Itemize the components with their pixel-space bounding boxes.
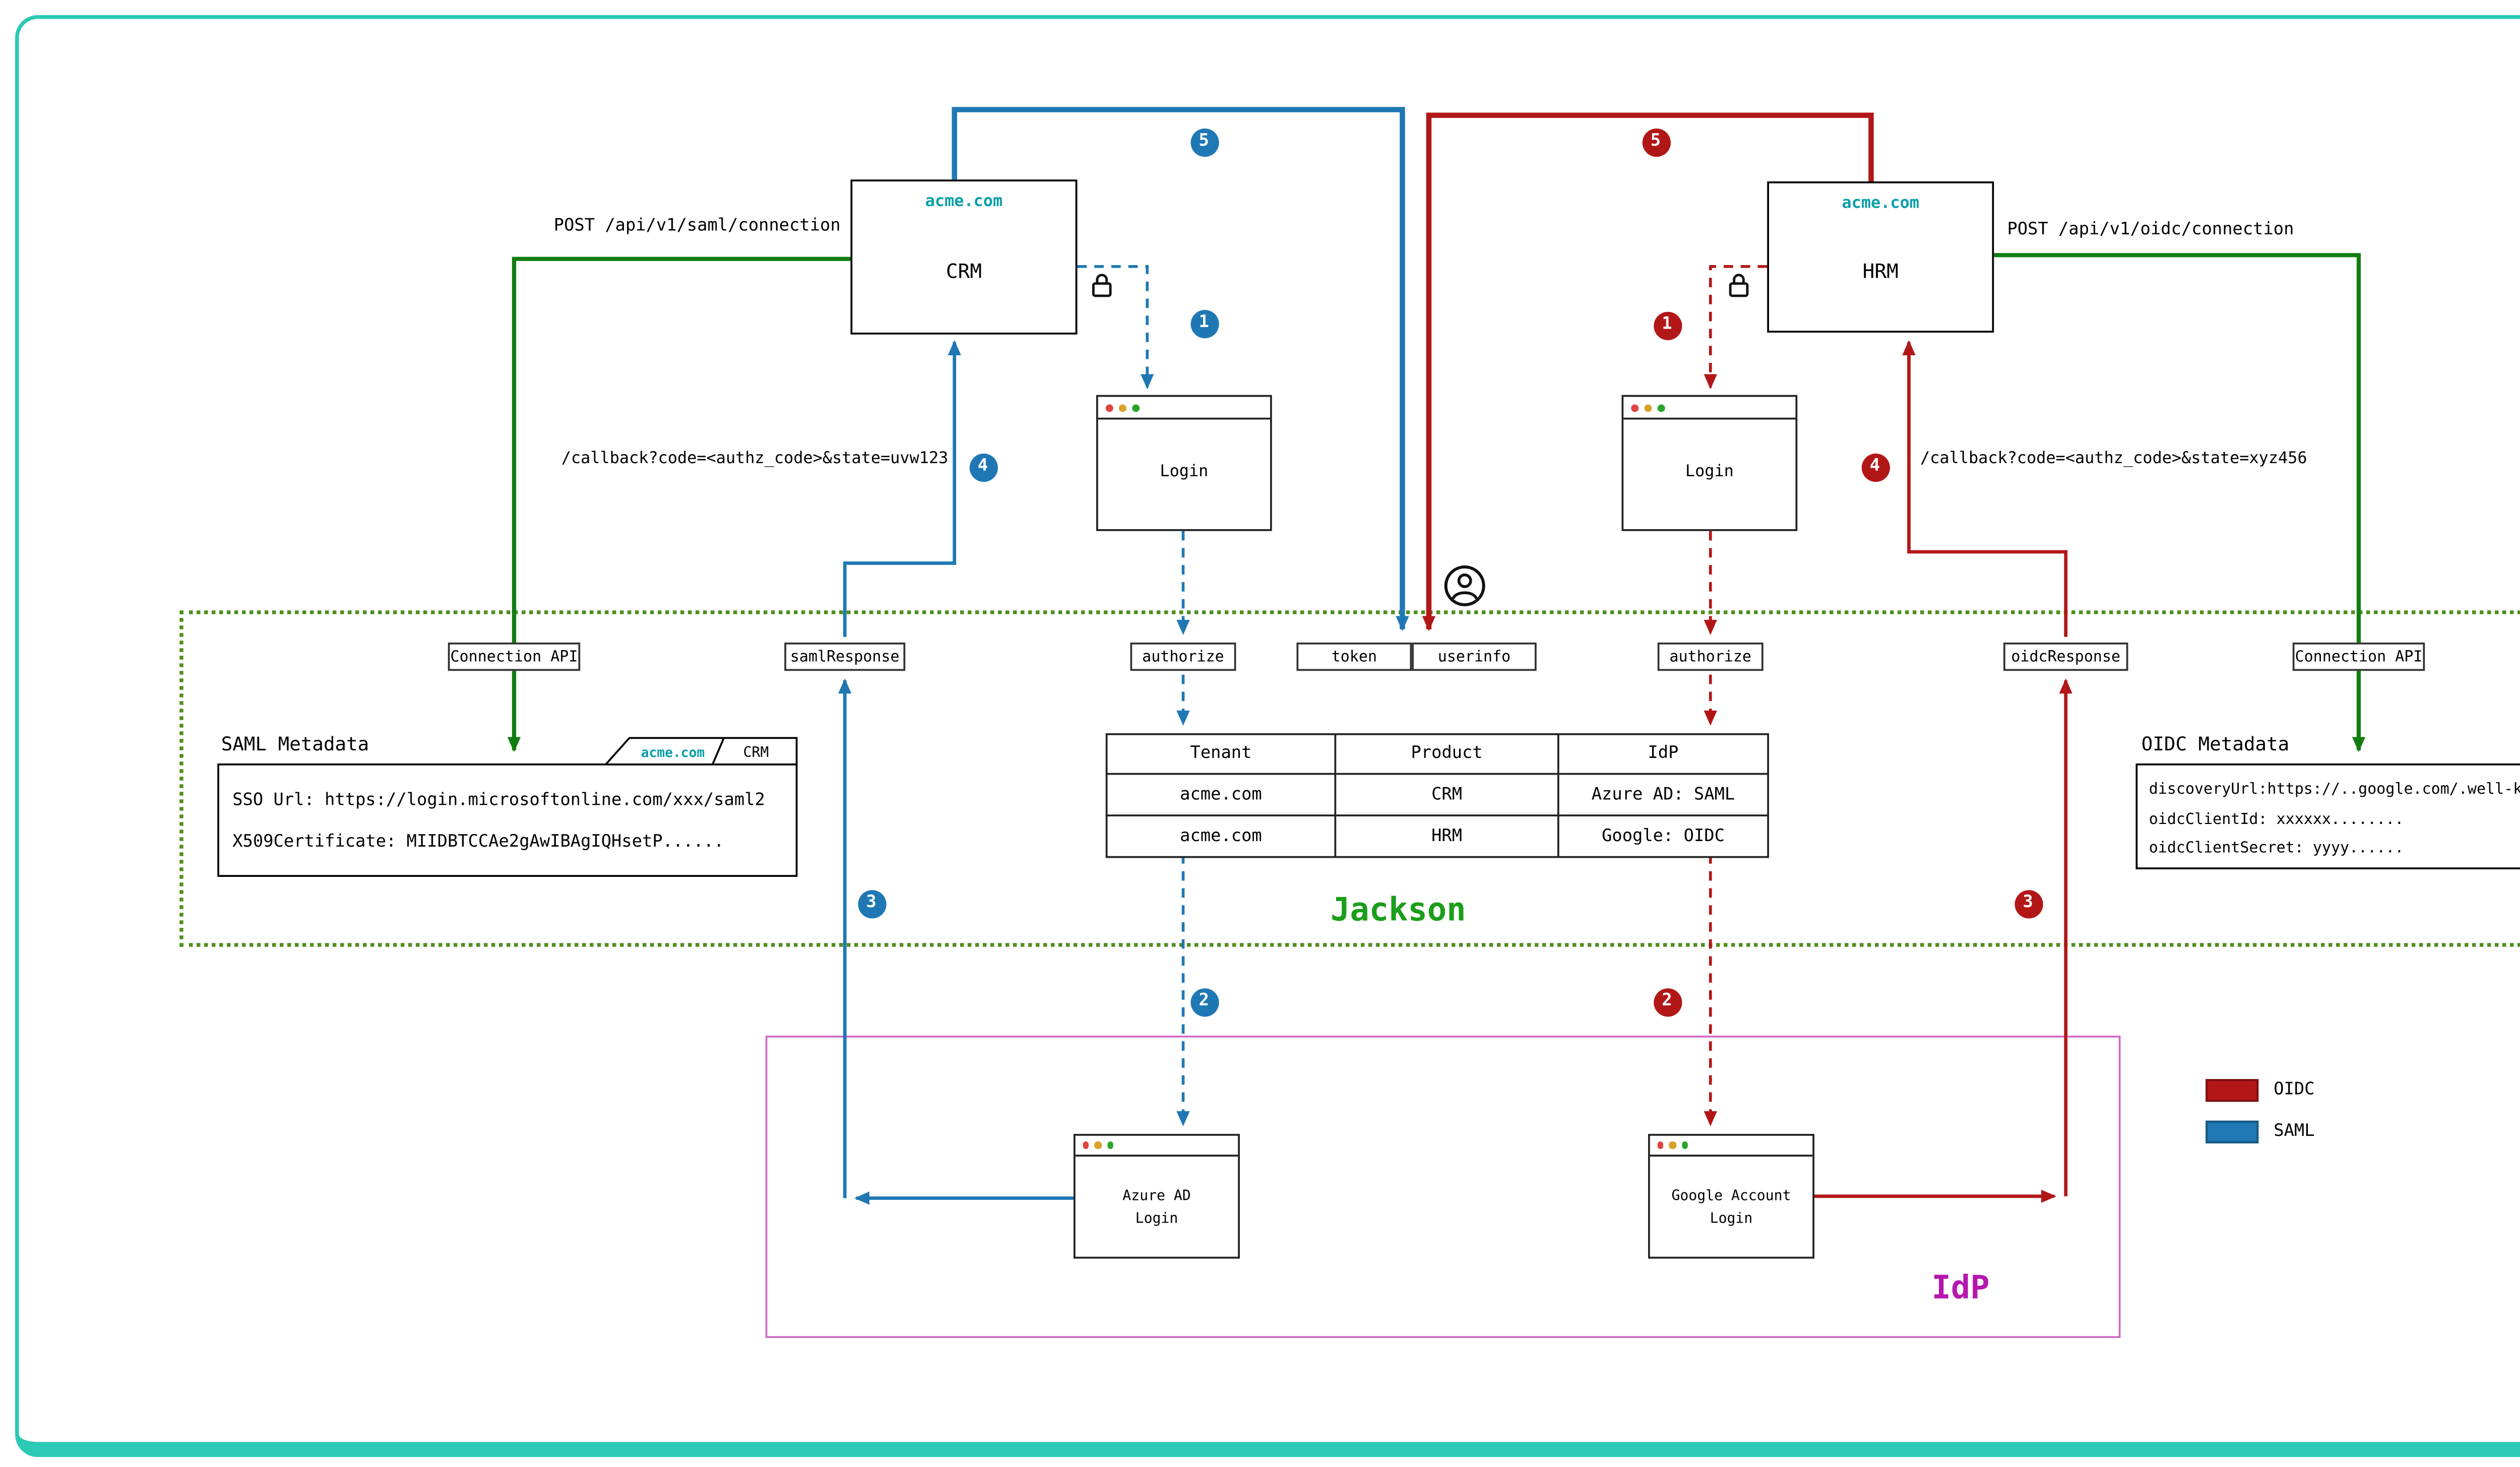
google-login-window: Google Account Login bbox=[1648, 1134, 1814, 1259]
window-titlebar bbox=[1075, 1136, 1238, 1157]
table-cell: Azure AD: SAML bbox=[1557, 773, 1769, 816]
step-badge-saml-3: 3 bbox=[857, 889, 886, 918]
table-cell: Google: OIDC bbox=[1557, 814, 1769, 858]
hrm-domain-label: acme.com bbox=[1842, 195, 1920, 214]
endpoint-connection-api-right: Connection API bbox=[2292, 643, 2425, 671]
google-login-line2: Login bbox=[1710, 1208, 1753, 1226]
saml-metadata-title: SAML Metadata bbox=[221, 735, 369, 756]
user-icon bbox=[1444, 565, 1485, 606]
endpoint-authorize-right: authorize bbox=[1657, 643, 1763, 671]
oidc-metadata-line: oidcClientSecret: yyyy...... bbox=[2149, 839, 2404, 856]
table-cell: acme.com bbox=[1105, 814, 1337, 858]
table-header-idp: IdP bbox=[1557, 733, 1769, 775]
jackson-label: Jackson bbox=[1331, 892, 1466, 930]
close-dot bbox=[1105, 403, 1113, 411]
close-dot bbox=[1083, 1142, 1090, 1149]
azure-login-line2: Login bbox=[1135, 1208, 1178, 1226]
table-header-product: Product bbox=[1334, 733, 1559, 775]
crm-app-name: CRM bbox=[946, 261, 982, 284]
step-badge-saml-2: 2 bbox=[1189, 987, 1218, 1016]
outer-frame bbox=[15, 15, 2520, 1458]
idp-region bbox=[765, 1036, 2121, 1338]
azure-login-line1: Azure AD bbox=[1122, 1187, 1191, 1204]
zoom-dot bbox=[1132, 403, 1140, 411]
saml-metadata-line: X509Certificate: MIIDBTCCAe2gAwIBAgIQHse… bbox=[232, 833, 724, 853]
idp-label: IdP bbox=[1931, 1270, 1990, 1308]
table-cell: HRM bbox=[1334, 814, 1559, 858]
table-header-row: Tenant Product IdP bbox=[1105, 733, 1769, 775]
table-header-tenant: Tenant bbox=[1105, 733, 1337, 775]
window-titlebar bbox=[1623, 397, 1796, 420]
saml-tab-app: CRM bbox=[743, 744, 769, 760]
step-badge-oidc-2: 2 bbox=[1653, 987, 1681, 1016]
saml-metadata-box: acme.com CRM SSO Url: https://login.micr… bbox=[217, 737, 798, 877]
minimize-dot bbox=[1644, 403, 1652, 411]
oidc-metadata-box: acme.com HRM discoveryUrl:https://..goog… bbox=[2135, 763, 2520, 869]
window-titlebar bbox=[1098, 397, 1270, 420]
login-window-left: Login bbox=[1096, 395, 1272, 531]
oidc-metadata-line: discoveryUrl:https://..google.com/.well-… bbox=[2149, 780, 2520, 798]
zoom-dot bbox=[1681, 1142, 1688, 1149]
hrm-lock-icon bbox=[1729, 274, 1749, 297]
step-badge-oidc-3: 3 bbox=[2013, 889, 2042, 918]
endpoint-saml-response: samlResponse bbox=[784, 643, 906, 671]
endpoint-oidc-response: oidcResponse bbox=[2003, 643, 2128, 671]
oidc-metadata-line: oidcClientId: xxxxxx........ bbox=[2149, 809, 2404, 827]
google-login-line1: Google Account bbox=[1671, 1187, 1791, 1204]
oidc-metadata-title: OIDC Metadata bbox=[2141, 735, 2290, 756]
zoom-dot bbox=[1107, 1142, 1114, 1149]
crm-domain-label: acme.com bbox=[925, 193, 1003, 212]
post-saml-annotation: POST /api/v1/saml/connection bbox=[553, 217, 841, 236]
azure-login-window: Azure AD Login bbox=[1074, 1134, 1240, 1259]
window-titlebar bbox=[1650, 1136, 1813, 1157]
legend-oidc-label: OIDC bbox=[2274, 1081, 2315, 1100]
minimize-dot bbox=[1669, 1142, 1676, 1149]
hrm-app-box: acme.com HRM bbox=[1767, 181, 1994, 333]
table-cell: CRM bbox=[1334, 773, 1559, 816]
endpoint-token: token bbox=[1296, 643, 1412, 671]
login-right-title: Login bbox=[1685, 463, 1734, 483]
login-left-title: Login bbox=[1160, 463, 1209, 483]
zoom-dot bbox=[1657, 403, 1665, 411]
connections-table: Tenant Product IdP acme.com CRM Azure AD… bbox=[1105, 733, 1769, 858]
minimize-dot bbox=[1119, 403, 1126, 411]
endpoint-connection-api-left: Connection API bbox=[448, 643, 581, 671]
legend-saml-label: SAML bbox=[2274, 1122, 2315, 1142]
table-row: acme.com CRM Azure AD: SAML bbox=[1105, 773, 1769, 816]
saml-metadata-tab: acme.com CRM bbox=[605, 737, 798, 766]
saml-metadata-line: SSO Url: https://login.microsoftonline.c… bbox=[232, 792, 765, 811]
close-dot bbox=[1657, 1142, 1664, 1149]
crm-lock-icon bbox=[1092, 274, 1112, 297]
endpoint-authorize-left: authorize bbox=[1130, 643, 1236, 671]
table-row: acme.com HRM Google: OIDC bbox=[1105, 814, 1769, 858]
callback-oidc-annotation: /callback?code=<authz_code>&state=xyz456 bbox=[1920, 450, 2307, 469]
legend-saml-swatch bbox=[2206, 1120, 2259, 1143]
crm-app-box: acme.com CRM bbox=[850, 179, 1078, 335]
endpoint-userinfo: userinfo bbox=[1412, 643, 1537, 671]
callback-saml-annotation: /callback?code=<authz_code>&state=uvw123 bbox=[561, 450, 949, 469]
login-window-right: Login bbox=[1621, 395, 1798, 531]
post-oidc-annotation: POST /api/v1/oidc/connection bbox=[2007, 221, 2294, 240]
minimize-dot bbox=[1095, 1142, 1102, 1149]
legend-oidc-swatch bbox=[2206, 1079, 2259, 1102]
saml-tab-domain: acme.com bbox=[641, 745, 705, 760]
close-dot bbox=[1631, 403, 1639, 411]
hrm-app-name: HRM bbox=[1862, 261, 1899, 284]
table-cell: acme.com bbox=[1105, 773, 1337, 816]
